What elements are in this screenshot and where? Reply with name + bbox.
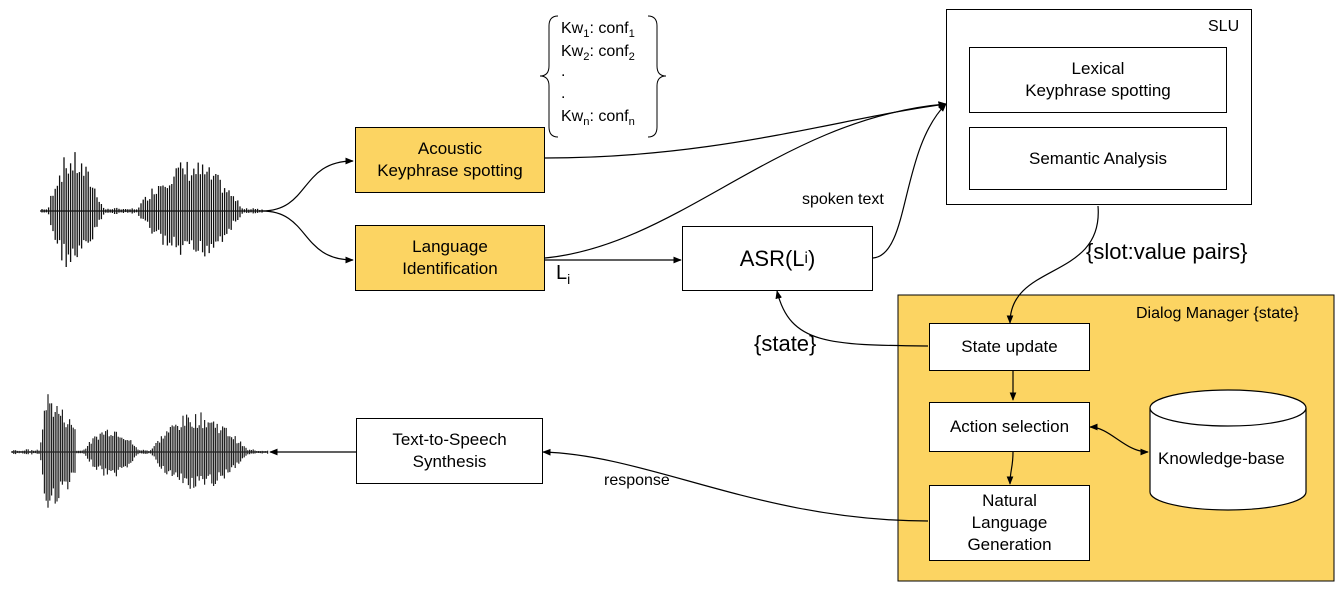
- response-label: response: [604, 472, 670, 489]
- arrow-nlg-to-tts: [542, 448, 929, 522]
- asr-prefix: ASR(L: [739, 245, 805, 271]
- acoustic-kws-box: Acoustic Keyphrase spotting: [355, 127, 545, 193]
- tts-box: Text-to-Speech Synthesis: [356, 418, 543, 484]
- semantic-analysis-box: Semantic Analysis: [969, 127, 1227, 190]
- slot-value-label: {slot:value pairs}: [1086, 239, 1248, 264]
- spoken-text-label: spoken text: [802, 191, 884, 208]
- semantic-label: Semantic Analysis: [1029, 148, 1167, 168]
- state-update-box: State update: [929, 323, 1090, 371]
- state-label: {state}: [754, 331, 817, 356]
- arrow-to-acoustic-kws: [261, 157, 354, 212]
- arrow-langid-to-slu: [544, 101, 947, 259]
- kw-dot-2: .: [561, 85, 566, 102]
- arrow-state-to-asr: [775, 290, 929, 347]
- lang-id-line2: Identification: [402, 259, 498, 278]
- lexical-kws-box: Lexical Keyphrase spotting: [969, 47, 1227, 113]
- dialog-manager-title: Dialog Manager {state}: [1136, 305, 1299, 322]
- knowledge-base-label: Knowledge-base: [1158, 449, 1285, 468]
- kw-item-n: Kwn: confn: [561, 108, 635, 128]
- tts-line1: Text-to-Speech: [392, 430, 507, 449]
- state-update-label: State update: [961, 337, 1058, 356]
- asr-sub: i: [804, 249, 808, 267]
- kw-dot-1: .: [561, 63, 566, 80]
- arrow-slu-to-state-update: [1006, 205, 1099, 324]
- asr-suffix: ): [807, 245, 816, 271]
- tts-line2: Synthesis: [412, 452, 487, 471]
- action-selection-label: Action selection: [949, 417, 1070, 436]
- input-waveform: [40, 152, 263, 267]
- lexical-line2: Keyphrase spotting: [1025, 81, 1171, 100]
- arrow-to-lang-id: [261, 210, 354, 264]
- nlg-line2: Language: [971, 513, 1048, 532]
- kw-item-2: Kw2: conf2: [561, 43, 635, 63]
- kw-bracket: [539, 15, 667, 138]
- knowledge-base-cylinder: [1149, 389, 1307, 511]
- nlg-line3: Generation: [967, 535, 1052, 554]
- acoustic-kws-line1: Acoustic: [417, 139, 483, 158]
- nlg-box: Natural Language Generation: [929, 485, 1090, 561]
- lexical-line1: Lexical: [1071, 59, 1125, 78]
- lang-id-line1: Language: [412, 237, 488, 256]
- li-sub: i: [567, 270, 571, 287]
- acoustic-kws-line2: Keyphrase spotting: [377, 161, 523, 180]
- slu-title: SLU: [1208, 18, 1240, 35]
- li-main: L: [556, 262, 568, 284]
- arrow-action-to-nlg: [1006, 451, 1014, 485]
- nlg-line1: Natural: [982, 491, 1037, 510]
- kw-item-1: Kw1: conf1: [561, 20, 635, 40]
- arrow-asr-to-slu: [872, 103, 947, 259]
- output-waveform: [11, 394, 269, 508]
- li-label: Li: [556, 262, 570, 287]
- lang-id-box: Language Identification: [355, 225, 545, 291]
- arrow-action-kb: [1089, 423, 1149, 456]
- action-selection-box: Action selection: [929, 402, 1090, 452]
